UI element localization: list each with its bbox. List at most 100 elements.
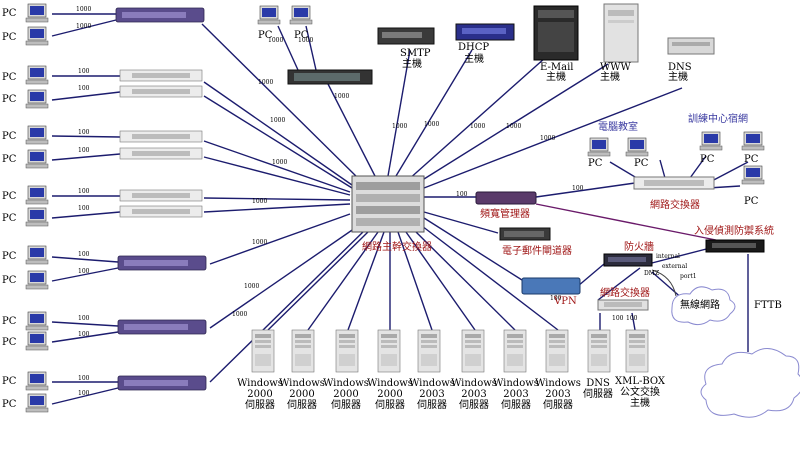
speed-label: 100 bbox=[78, 331, 90, 338]
right-pc-labels: PC PC PC PC PC bbox=[588, 154, 759, 207]
server-name: 2003 bbox=[419, 389, 444, 400]
server-name: 2000 bbox=[333, 389, 358, 400]
server-name: 2003 bbox=[503, 389, 528, 400]
server-name: 伺服器 bbox=[245, 398, 275, 411]
pc-label: PC bbox=[700, 154, 715, 165]
classroom-label: 電腦教室 bbox=[598, 120, 638, 133]
pc-label: PC bbox=[2, 32, 17, 43]
server-name: 伺服器 bbox=[375, 398, 405, 411]
speed-label: 1000 bbox=[232, 311, 247, 318]
server-name: 主機 bbox=[464, 52, 484, 65]
floor-switch bbox=[287, 69, 373, 85]
speed-label: 100 bbox=[78, 188, 90, 195]
core-switch-label: 網路主幹交換器 bbox=[362, 240, 432, 253]
server-name: 2000 bbox=[247, 389, 272, 400]
speed-label: 100 bbox=[612, 315, 624, 322]
speed-label: 100 bbox=[456, 191, 468, 198]
pc-label: PC bbox=[744, 154, 759, 165]
server-name: 2003 bbox=[461, 389, 486, 400]
server-name: 伺服器 bbox=[459, 398, 489, 411]
server-name: XML-BOX bbox=[615, 376, 666, 387]
pc-label: PC bbox=[2, 213, 17, 224]
server-name: 伺服器 bbox=[331, 398, 361, 411]
dorm-label: 訓練中心宿網 bbox=[688, 112, 748, 125]
server-name: 主機 bbox=[402, 57, 422, 70]
pc-label: PC bbox=[294, 30, 309, 41]
server-name: DNS bbox=[668, 62, 692, 73]
server-name: 主機 bbox=[546, 70, 566, 83]
pc-label: PC bbox=[2, 251, 17, 262]
speed-label: 1000 bbox=[76, 6, 91, 13]
speed-label: 1000 bbox=[392, 123, 407, 130]
left-switches bbox=[115, 7, 207, 391]
links bbox=[51, 13, 749, 405]
pc-icon bbox=[257, 5, 281, 25]
pc-label: PC bbox=[2, 191, 17, 202]
server-name: 2000 bbox=[377, 389, 402, 400]
speed-label: 1000 bbox=[258, 79, 273, 86]
server-name: 伺服器 bbox=[417, 398, 447, 411]
server-name: 主機 bbox=[600, 70, 620, 83]
left-pc-labels: PC PC PC PC PC PC PC PC PC PC PC PC PC P… bbox=[2, 8, 17, 410]
server-name: WWW bbox=[600, 62, 632, 73]
pc-label: PC bbox=[2, 154, 17, 165]
server-name: DNS bbox=[586, 378, 610, 389]
dmz-port-label: DMZ bbox=[644, 270, 659, 277]
speed-label: 100 bbox=[78, 268, 90, 275]
core-switch bbox=[351, 175, 425, 233]
external-port-label: external bbox=[662, 263, 687, 270]
pc-label: PC bbox=[2, 94, 17, 105]
port1-label: port1 bbox=[680, 273, 697, 280]
pc-label: PC bbox=[2, 8, 17, 19]
server-name: 2000 bbox=[289, 389, 314, 400]
speed-label: 1000 bbox=[268, 37, 283, 44]
speed-label: 100 bbox=[78, 85, 90, 92]
dmz-switch-label: 網路交換器 bbox=[600, 286, 650, 299]
bandwidth-manager-label: 頻寬管理器 bbox=[480, 207, 530, 220]
bottom-servers bbox=[251, 329, 649, 373]
speed-label: 1000 bbox=[298, 37, 313, 44]
wireless-label: 無線網路 bbox=[680, 298, 720, 311]
top-servers bbox=[377, 3, 715, 63]
pc-label: PC bbox=[2, 337, 17, 348]
pc-label: PC bbox=[744, 196, 759, 207]
speed-label: 1000 bbox=[270, 117, 285, 124]
firewall-label: 防火牆 bbox=[624, 240, 654, 253]
speed-label: 100 bbox=[78, 315, 90, 322]
right-pcs bbox=[587, 131, 765, 185]
mail-gateway bbox=[499, 227, 551, 241]
speed-label: 1000 bbox=[252, 198, 267, 205]
right-switch bbox=[633, 176, 715, 190]
speed-label: 100 bbox=[78, 129, 90, 136]
speed-label: 100 bbox=[78, 390, 90, 397]
ids-link bbox=[535, 203, 717, 241]
pc-icon bbox=[289, 5, 313, 25]
speed-label: 100 bbox=[550, 295, 562, 302]
pc-label: PC bbox=[634, 158, 649, 169]
server-name: Windows bbox=[409, 378, 455, 389]
pc-label: PC bbox=[2, 376, 17, 387]
dmz-switch bbox=[597, 299, 649, 311]
speed-label: 1000 bbox=[470, 123, 485, 130]
fttb-label: FTTB bbox=[754, 300, 782, 311]
server-name: 伺服器 bbox=[543, 398, 573, 411]
speed-label: 1000 bbox=[76, 23, 91, 30]
speed-label: 1000 bbox=[506, 123, 521, 130]
speed-label: 100 bbox=[78, 375, 90, 382]
server-name: E-Mail bbox=[540, 62, 573, 73]
server-name: 伺服器 bbox=[583, 387, 613, 400]
speed-label: 100 bbox=[572, 185, 584, 192]
server-name: 伺服器 bbox=[287, 398, 317, 411]
vpn-device bbox=[521, 277, 581, 295]
server-name: SMTP bbox=[400, 48, 431, 59]
speed-label: 1000 bbox=[244, 283, 259, 290]
pc-label: PC bbox=[2, 275, 17, 286]
server-name: Windows bbox=[535, 378, 581, 389]
server-name: Windows bbox=[451, 378, 497, 389]
mail-gateway-label: 電子郵件閘道器 bbox=[502, 244, 572, 257]
server-name: Windows bbox=[493, 378, 539, 389]
ids-label: 入侵偵測防禦系統 bbox=[694, 224, 774, 237]
left-pcs bbox=[25, 3, 49, 413]
server-name: Windows bbox=[367, 378, 413, 389]
